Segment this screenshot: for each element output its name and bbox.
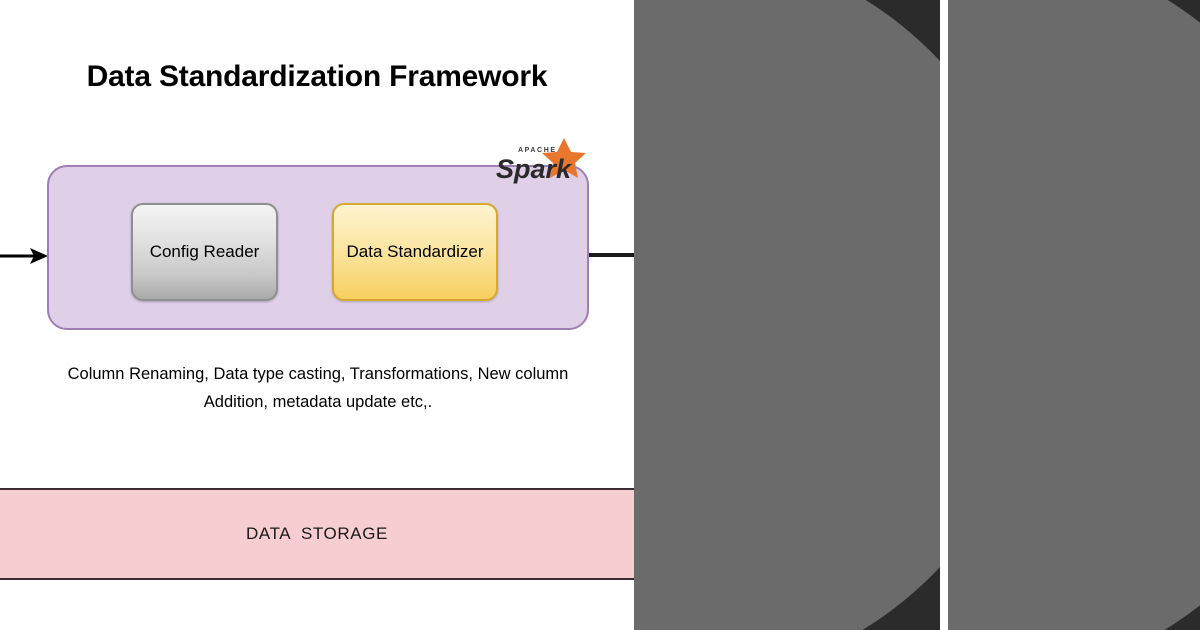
- framework-container: [47, 165, 589, 330]
- apache-spark-logo: APACHE Spark: [492, 136, 592, 186]
- diagram-pane: Data Standardization Framework APACHE Sp…: [0, 60, 634, 580]
- component-data-standardizer[interactable]: Data Standardizer: [332, 203, 498, 301]
- svg-text:Spark: Spark: [496, 154, 573, 184]
- output-connector: [589, 253, 634, 257]
- input-arrow: [0, 248, 48, 264]
- grey-circle-shape: [948, 0, 1200, 630]
- dark-panel-two: [948, 0, 1200, 630]
- data-storage-label: DATA STORAGE: [246, 524, 388, 543]
- dark-panel-one: [634, 0, 940, 630]
- svg-text:APACHE: APACHE: [518, 147, 557, 154]
- component-config-reader-label: Config Reader: [149, 242, 260, 261]
- component-data-standardizer-label: Data Standardizer: [346, 242, 484, 261]
- data-storage-band: DATA STORAGE: [0, 488, 634, 580]
- grey-circle-shape: [634, 0, 940, 630]
- component-config-reader[interactable]: Config Reader: [131, 203, 278, 301]
- page-title: Data Standardization Framework: [86, 60, 548, 93]
- framework-caption: Column Renaming, Data type casting, Tran…: [67, 365, 569, 411]
